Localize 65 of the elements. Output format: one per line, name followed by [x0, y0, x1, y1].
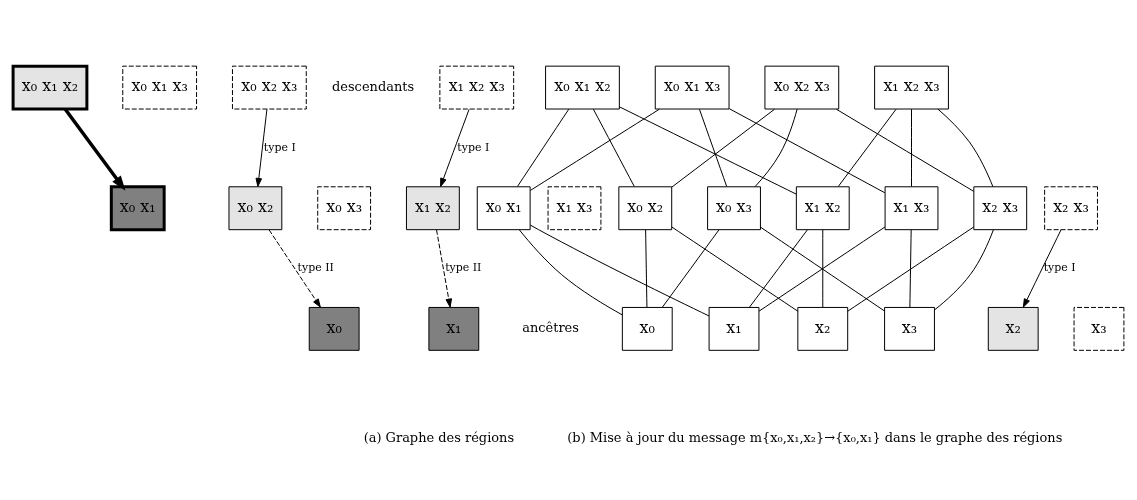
arrow	[255, 108, 268, 187]
node-box: x₃	[884, 306, 935, 351]
edge-label: type I	[457, 140, 490, 154]
arrow	[436, 229, 452, 308]
node-box: x₀ x₂ x₃	[764, 65, 840, 110]
connector	[662, 229, 720, 308]
connector	[822, 229, 824, 308]
node-box: x₀ x₁ x₃	[654, 65, 730, 110]
node-box: x₃	[1073, 306, 1125, 351]
connector	[671, 108, 776, 188]
arrow	[440, 108, 470, 187]
connector	[671, 226, 799, 312]
node-box: x₂ x₃	[973, 186, 1028, 231]
edge-label: type I	[1043, 261, 1076, 275]
connector	[847, 226, 975, 312]
label: ancêtres	[522, 320, 579, 336]
connector	[911, 108, 912, 187]
connector	[937, 108, 994, 188]
arrow	[268, 229, 321, 308]
connector	[529, 108, 660, 191]
connector	[728, 108, 886, 194]
connector	[592, 108, 635, 187]
node-box: x₀ x₃	[317, 186, 372, 231]
node-box: x₁ x₂ x₃	[439, 65, 515, 110]
connector	[517, 108, 570, 187]
node-box: x₀ x₁	[109, 185, 166, 232]
arrow	[63, 108, 126, 191]
connector	[518, 229, 623, 316]
node-box: x₀ x₁	[476, 186, 531, 231]
label: descendants	[332, 78, 415, 94]
node-box: x₀ x₁ x₂	[11, 64, 89, 111]
node-box: x₀ x₁ x₃	[122, 65, 198, 110]
node-box: x₁ x₂ x₃	[874, 65, 949, 110]
arrow	[1022, 229, 1062, 308]
connector	[619, 106, 797, 195]
node-box: x₀	[621, 306, 673, 351]
node-box: x₁	[428, 306, 480, 351]
node-box: x₀ x₁ x₂	[545, 65, 620, 110]
connector	[835, 108, 975, 192]
connector	[837, 108, 897, 187]
node-box: x₂	[797, 306, 849, 351]
node-box: x₁ x₃	[547, 186, 602, 231]
edge-label: type II	[445, 261, 482, 275]
connector	[749, 229, 808, 308]
node-box: x₁ x₂	[405, 186, 460, 231]
edge-label: type I	[263, 140, 296, 154]
label: (a) Graphe des régions	[363, 429, 515, 445]
label: (b) Mise à jour du message m{x₀,x₁,x₂}→{x₀,x₁} dans le graphe des régions	[567, 429, 1063, 445]
connector	[645, 229, 648, 308]
node-box: x₂ x₃	[1044, 186, 1098, 231]
connector	[909, 229, 912, 308]
node-box: x₀	[308, 306, 360, 351]
connector	[754, 108, 798, 188]
node-box: x₀ x₃	[707, 186, 761, 231]
node-box: x₂	[987, 306, 1039, 351]
node-box: x₀ x₂	[228, 186, 283, 231]
node-box: x₁	[708, 306, 760, 351]
edge-label: type II	[297, 261, 334, 275]
connector	[698, 108, 728, 187]
connector	[934, 229, 994, 311]
node-box: x₁ x₂	[795, 186, 850, 231]
connector	[529, 224, 710, 317]
node-box: x₁ x₃	[884, 186, 939, 231]
node-box: x₀ x₂	[618, 186, 673, 231]
node-box: x₀ x₂ x₃	[231, 65, 307, 110]
